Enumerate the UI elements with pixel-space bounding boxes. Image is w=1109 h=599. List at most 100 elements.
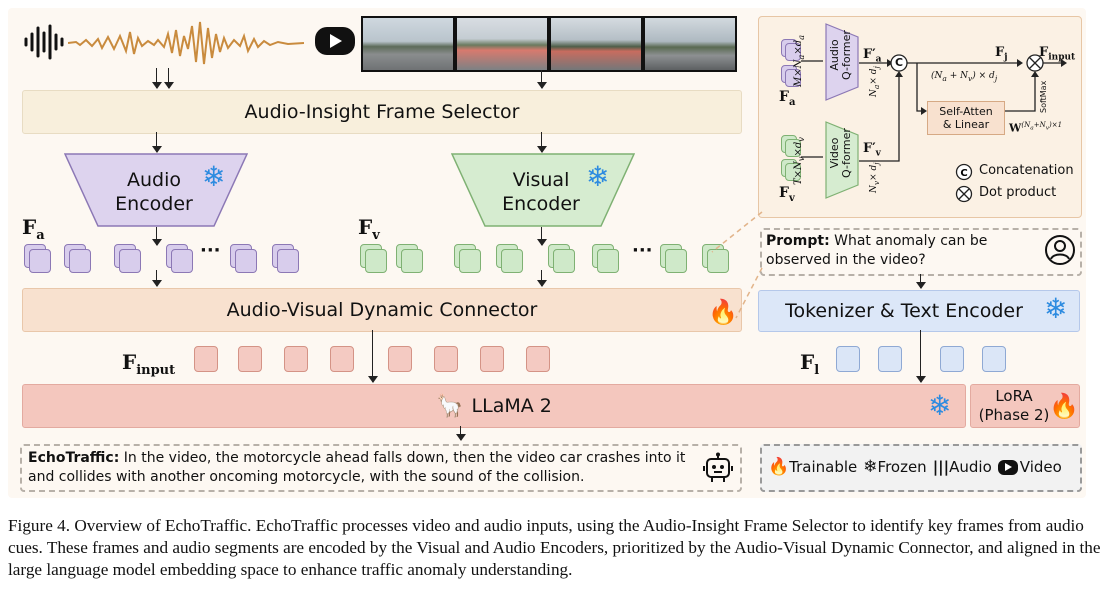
text-token	[982, 346, 1006, 372]
selfatten-label: Self-Atten & Linear	[939, 105, 993, 131]
legend-trainable: Trainable	[789, 458, 858, 476]
waveform-icon	[24, 24, 64, 60]
robot-icon	[703, 452, 733, 482]
visual-tokens-ellipsis: ···	[632, 240, 653, 261]
llama-frozen-icon: ❄	[928, 389, 952, 422]
fl-label: Fl	[800, 350, 820, 378]
arrow-video-to-selector	[536, 70, 547, 89]
legend-video-icon	[997, 459, 1018, 475]
visual-token	[459, 249, 481, 273]
tokenizer-label: Tokenizer & Text Encoder	[785, 300, 1023, 322]
audio-qformer-shape	[825, 23, 859, 101]
legend-dot-icon	[955, 185, 973, 203]
audio-encoder-frozen-icon: ❄	[202, 160, 226, 193]
visual-token	[401, 249, 423, 273]
fv-label: Fv	[358, 215, 380, 243]
answer-prefix: EchoTraffic:	[28, 450, 120, 466]
arrow-selector-to-audio-encoder	[151, 132, 162, 153]
answer-box: EchoTraffic: In the video, the motorcycl…	[20, 444, 742, 492]
inset-callout-lines	[711, 211, 763, 319]
concat-symbol: C	[895, 56, 904, 69]
input-token	[526, 346, 550, 372]
visual-token	[707, 249, 729, 273]
video-frame-1	[361, 16, 455, 72]
video-frame-3	[549, 16, 643, 72]
inset-fa-label: Fa	[779, 89, 796, 108]
inset-audio-token	[785, 43, 801, 61]
dynamic-connector-bar: Audio-Visual Dynamic Connector	[22, 288, 742, 332]
legend-frozen: Frozen	[877, 458, 927, 476]
arrow-audio-to-selector-2	[163, 68, 174, 89]
llama-bar: 🦙 LLaMA 2	[22, 384, 966, 428]
input-token	[194, 346, 218, 372]
input-token	[480, 346, 504, 372]
tokenizer-frozen-icon: ❄	[1044, 292, 1068, 325]
inset-w-label: W(Na+Nv)×1	[1009, 121, 1063, 135]
legend-audio: Audio	[949, 458, 992, 476]
audio-encoder-label: Audio Encoder	[115, 169, 193, 215]
arrow-audio-tokens-to-connector	[151, 270, 162, 287]
audio-token	[69, 249, 91, 273]
legend-concat-icon: C	[955, 163, 973, 181]
video-qformer-shape	[825, 121, 859, 199]
arrow-audio-encoder-to-tokens	[151, 227, 162, 246]
input-token	[284, 346, 308, 372]
audio-waveform-plot	[68, 21, 304, 65]
fa-label: Fa	[22, 215, 45, 243]
prompt-body: What anomaly can be observed in the vide…	[766, 233, 988, 268]
tokenizer-bar: Tokenizer & Text Encoder	[758, 290, 1080, 332]
inset-connections	[801, 54, 1067, 162]
audio-token	[235, 249, 257, 273]
llama-icon: 🦙	[436, 393, 464, 419]
figure-panel: Audio-Insight Frame Selector Audio Encod…	[8, 8, 1086, 498]
video-frame-2	[455, 16, 549, 72]
inset-fv-prime: F′v	[863, 141, 881, 159]
finput-label: Finput	[122, 350, 176, 378]
inset-fv-label: Fv	[779, 185, 795, 204]
frame-selector-bar: Audio-Insight Frame Selector	[22, 90, 742, 134]
audio-token	[29, 249, 51, 273]
visual-encoder-label: Visual Encoder	[502, 169, 580, 215]
visual-token	[665, 249, 687, 273]
text-token	[940, 346, 964, 372]
lora-trainable-icon: 🔥	[1049, 392, 1079, 420]
answer-body: In the video, the motorcycle ahead falls…	[28, 450, 686, 485]
input-token	[238, 346, 262, 372]
connector-detail-panel: Fa M×Na×da Audio Q-former F′a Na× dj Fv …	[758, 16, 1082, 218]
inset-video-token	[785, 163, 801, 181]
dynamic-connector-label: Audio-Visual Dynamic Connector	[226, 299, 538, 321]
video-frame-4	[643, 16, 737, 72]
visual-encoder-shape	[451, 153, 635, 227]
visual-token	[597, 249, 619, 273]
inset-fa-prime: F′a	[863, 47, 882, 65]
arrow-audio-to-selector-1	[151, 68, 162, 89]
inset-fj: Fj	[995, 45, 1008, 63]
legend-dot-label: Dot product	[979, 185, 1057, 200]
audio-encoder-shape	[64, 153, 248, 227]
legend-row: 🔥Trainable ❄Frozen |||Audio Video	[768, 457, 1062, 477]
svg-text:C: C	[960, 168, 967, 179]
arrow-visual-tokens-to-connector	[536, 270, 547, 287]
audio-token	[119, 249, 141, 273]
legend-waveform-icon: |||	[932, 458, 950, 476]
audio-token	[277, 249, 299, 273]
answer-text: EchoTraffic: In the video, the motorcycl…	[28, 449, 688, 487]
input-token	[388, 346, 412, 372]
arrow-visual-encoder-to-tokens	[536, 227, 547, 246]
legend-video: Video	[1019, 458, 1062, 476]
visual-token	[553, 249, 575, 273]
visual-token	[365, 249, 387, 273]
legend-concat-label: Concatenation	[979, 163, 1074, 178]
input-token	[330, 346, 354, 372]
inset-audio-token	[785, 69, 801, 87]
arrow-selector-to-visual-encoder	[536, 132, 547, 153]
prompt-text: Prompt: What anomaly can be observed in …	[766, 232, 1032, 270]
prompt-prefix: Prompt:	[766, 233, 830, 249]
legend-box: 🔥Trainable ❄Frozen |||Audio Video	[760, 444, 1082, 492]
inset-finput: Finput	[1039, 45, 1076, 63]
llama-label: LLaMA 2	[471, 395, 552, 417]
selfatten-box: Self-Atten & Linear	[927, 101, 1005, 135]
prompt-box: Prompt: What anomaly can be observed in …	[760, 228, 1082, 276]
concat-dims: (Na + Nv) × dj	[931, 71, 998, 83]
softmax-label: SoftMax	[1039, 80, 1048, 113]
